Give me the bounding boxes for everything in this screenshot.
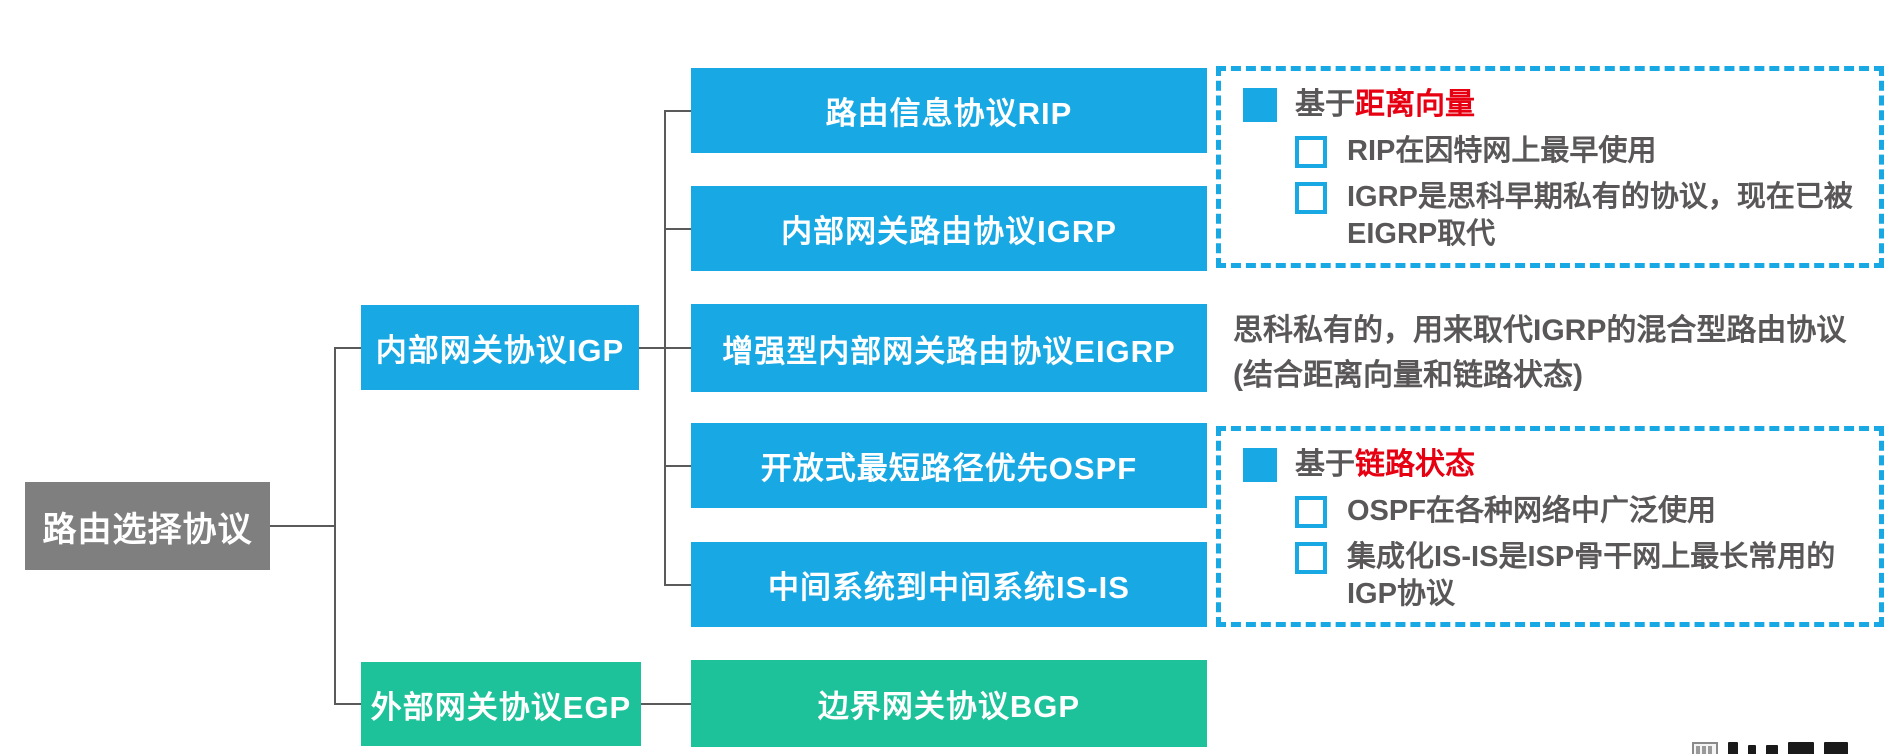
node-label: 增强型内部网关路由协议EIGRP xyxy=(722,333,1176,369)
note-heading-text: 基于距离向量 xyxy=(1295,87,1475,123)
heading-highlight: 距离向量 xyxy=(1355,88,1475,121)
node-igp: 内部网关协议IGP xyxy=(361,305,639,390)
connector-line xyxy=(270,525,336,527)
note-item: IGRP是思科早期私有的协议，现在已被EIGRP取代 xyxy=(1295,179,1859,253)
note-box-distance-vector: 基于距离向量 RIP在因特网上最早使用 IGRP是思科早期私有的协议，现在已被E… xyxy=(1216,66,1884,268)
node-bgp: 边界网关协议BGP xyxy=(691,660,1207,747)
note-line: (结合距离向量和链路状态) xyxy=(1233,359,1583,392)
connector-line xyxy=(639,347,666,349)
connector-line xyxy=(664,110,691,112)
note-box-link-state: 基于链路状态 OSPF在各种网络中广泛使用 集成化IS-IS是ISP骨干网上最长… xyxy=(1216,426,1884,627)
connector-line xyxy=(334,703,362,705)
node-egp: 外部网关协议EGP xyxy=(361,662,641,746)
note-item-text: OSPF在各种网络中广泛使用 xyxy=(1347,495,1716,527)
connector-line xyxy=(334,347,362,349)
note-heading-text: 基于链路状态 xyxy=(1295,447,1475,483)
node-label: 外部网关协议EGP xyxy=(370,689,632,725)
outline-square-bullet-icon xyxy=(1295,542,1327,574)
node-label: 内部网关协议IGP xyxy=(375,333,625,368)
partial-watermark xyxy=(1692,742,1862,754)
window-icon xyxy=(1692,742,1718,754)
heading-prefix: 基于 xyxy=(1295,448,1355,481)
watermark-glyph-fragment xyxy=(1824,742,1848,754)
node-label: 内部网关路由协议IGRP xyxy=(781,214,1117,249)
outline-square-bullet-icon xyxy=(1295,496,1327,528)
node-label: 边界网关协议BGP xyxy=(817,689,1081,724)
heading-prefix: 基于 xyxy=(1295,88,1355,121)
node-igrp: 内部网关路由协议IGRP xyxy=(691,186,1207,271)
watermark-glyph-fragment xyxy=(1748,745,1756,754)
outline-square-bullet-icon xyxy=(1295,182,1327,214)
note-heading: 基于距离向量 xyxy=(1243,87,1859,123)
note-item: OSPF在各种网络中广泛使用 xyxy=(1295,493,1859,530)
node-label: 开放式最短路径优先OSPF xyxy=(760,451,1138,486)
note-item: 集成化IS-IS是ISP骨干网上最长常用的IGP协议 xyxy=(1295,539,1859,613)
watermark-glyph-fragment xyxy=(1728,742,1738,754)
note-heading: 基于链路状态 xyxy=(1243,447,1859,483)
node-isis: 中间系统到中间系统IS-IS xyxy=(691,542,1207,627)
note-item-text: IGRP是思科早期私有的协议，现在已被EIGRP取代 xyxy=(1347,181,1853,250)
node-label: 中间系统到中间系统IS-IS xyxy=(768,570,1130,605)
node-ospf: 开放式最短路径优先OSPF xyxy=(691,423,1207,508)
node-label: 路由选择协议 xyxy=(42,510,253,549)
filled-square-bullet-icon xyxy=(1243,448,1277,482)
watermark-glyph-fragment xyxy=(1766,745,1778,754)
filled-square-bullet-icon xyxy=(1243,88,1277,122)
note-line: 思科私有的，用来取代IGRP的混合型路由协议 xyxy=(1233,314,1847,347)
node-rip: 路由信息协议RIP xyxy=(691,68,1207,153)
note-item-text: 集成化IS-IS是ISP骨干网上最长常用的IGP协议 xyxy=(1347,541,1836,610)
note-item-text: RIP在因特网上最早使用 xyxy=(1347,135,1657,167)
watermark-glyph-fragment xyxy=(1788,742,1814,754)
note-item: RIP在因特网上最早使用 xyxy=(1295,133,1859,170)
node-eigrp: 增强型内部网关路由协议EIGRP xyxy=(691,304,1207,392)
connector-line xyxy=(641,703,691,705)
connector-line xyxy=(664,228,691,230)
connector-line xyxy=(664,347,691,349)
connector-line xyxy=(664,584,691,586)
connector-line xyxy=(664,465,691,467)
connector-line xyxy=(334,347,336,705)
heading-highlight: 链路状态 xyxy=(1355,448,1475,481)
node-routing-protocol-root: 路由选择协议 xyxy=(25,482,270,570)
node-label: 路由信息协议RIP xyxy=(825,96,1073,131)
outline-square-bullet-icon xyxy=(1295,136,1327,168)
note-eigrp: 思科私有的，用来取代IGRP的混合型路由协议 (结合距离向量和链路状态) xyxy=(1233,308,1853,398)
